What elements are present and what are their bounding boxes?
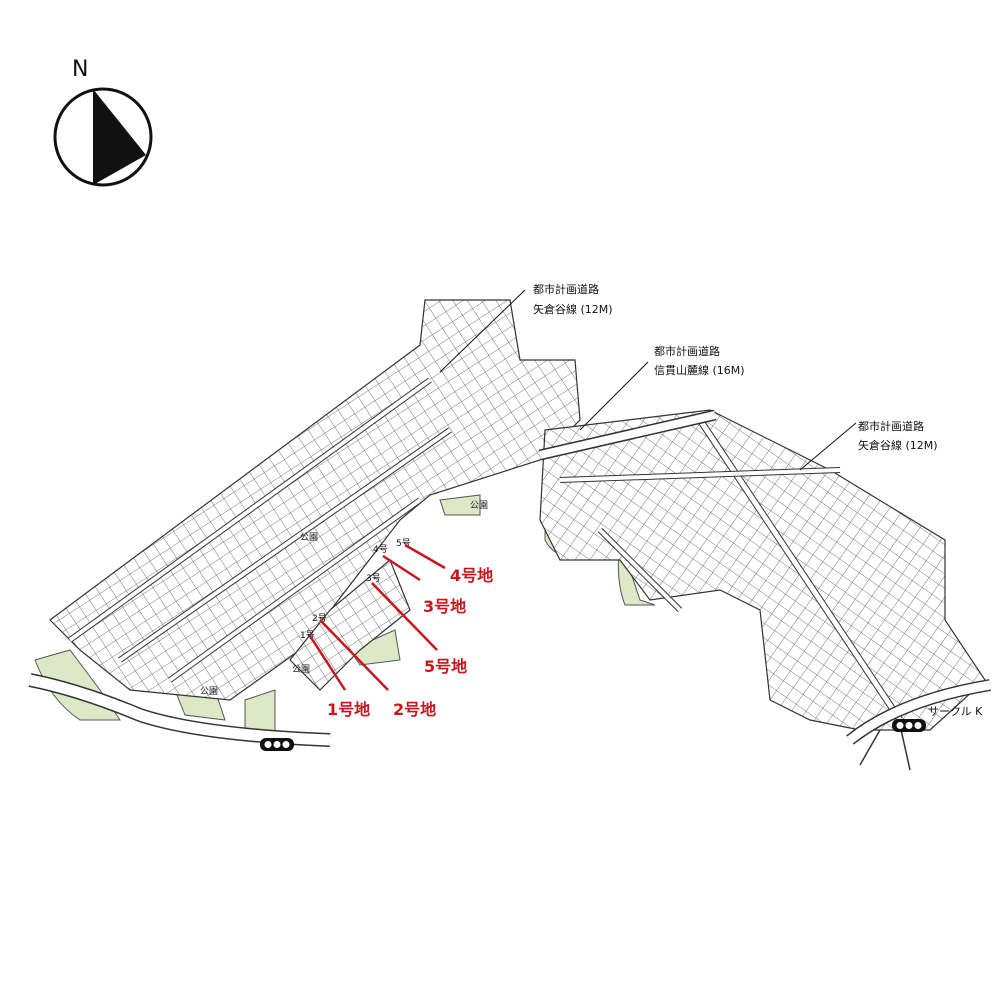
circle-k-label: サークル K bbox=[928, 705, 983, 718]
lot-marker: 2号 bbox=[312, 613, 327, 624]
road-label-line2: 信貫山麓線 (16M) bbox=[654, 363, 745, 377]
plot-label: 2号地 bbox=[393, 700, 436, 719]
trunk-road bbox=[28, 673, 991, 771]
lot-marker: 5号 bbox=[396, 538, 411, 549]
road-leaders bbox=[439, 289, 857, 471]
plot-leaders bbox=[308, 543, 446, 691]
park-label: 公園 bbox=[292, 664, 310, 675]
plot-label: 4号地 bbox=[450, 566, 493, 585]
lot-marker: 1号 bbox=[300, 630, 315, 641]
plot-label: 5号地 bbox=[424, 657, 467, 676]
plot-label: 3号地 bbox=[423, 597, 466, 616]
residential-blocks bbox=[49, 299, 986, 731]
lot-marker: 4号 bbox=[373, 544, 388, 555]
road-label: 都市計画道路 矢倉谷線 (12M) bbox=[533, 282, 613, 316]
road-label: 都市計画道路 矢倉谷線 (12M) bbox=[858, 419, 938, 452]
north-label: N bbox=[72, 57, 88, 82]
traffic-signal-icon bbox=[892, 719, 926, 732]
road-label-line1: 都市計画道路 bbox=[858, 419, 924, 433]
plot-label: 1号地 bbox=[327, 700, 370, 719]
road-label: 都市計画道路 信貫山麓線 (16M) bbox=[654, 344, 745, 377]
park-label: 公園 bbox=[200, 686, 218, 697]
road-label-line1: 都市計画道路 bbox=[654, 344, 720, 358]
road-label-line2: 矢倉谷線 (12M) bbox=[858, 438, 938, 452]
road-label-line1: 都市計画道路 bbox=[533, 282, 599, 296]
traffic-signal-icon bbox=[260, 738, 294, 751]
park-label: 公園 bbox=[300, 532, 318, 543]
road-label-line2: 矢倉谷線 (12M) bbox=[533, 302, 613, 316]
lot-marker: 3号 bbox=[366, 573, 381, 584]
park-label: 公園 bbox=[470, 500, 488, 511]
compass-icon: N bbox=[53, 57, 153, 187]
